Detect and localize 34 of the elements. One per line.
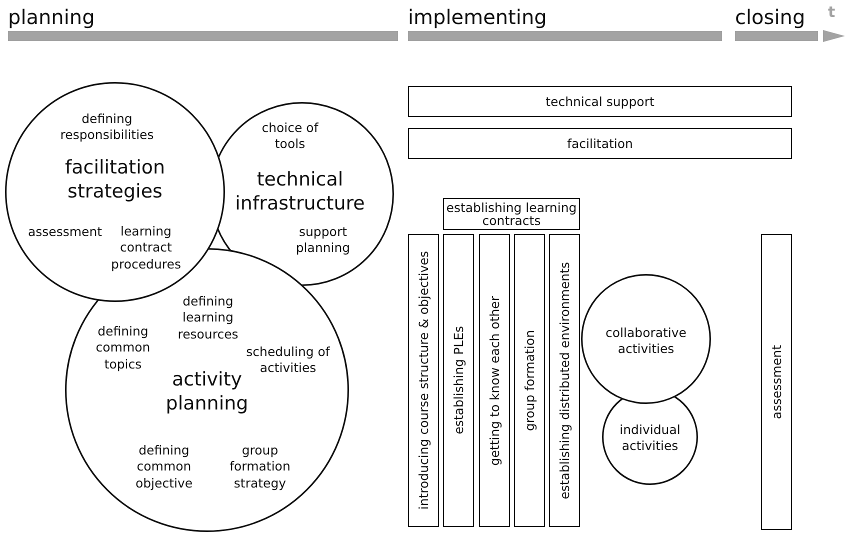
activity-label: group formation [522,330,537,432]
circle-title: technical infrastructure [235,168,365,216]
circle-item: defining responsibilities [60,110,154,144]
activity-box [408,86,792,117]
circle-item: assessment [28,224,102,240]
circle-item: learning contract procedures [111,224,181,272]
activity-bar [549,234,580,527]
circle-item: defining learning resources [178,294,238,342]
activity-label: introducing course structure & objectives [416,251,431,510]
activity-bar [443,234,474,527]
activity-label: getting to know each other [487,296,502,466]
activity-bar [761,234,792,530]
activity-label: facilitation [567,136,633,151]
circle-item: support planning [296,224,350,256]
activity-label: establishing learning contracts [445,200,578,228]
circle-item: defining common topics [96,324,150,372]
circle-item: collaborative activities [606,324,686,358]
activity-label: technical support [546,94,654,109]
time-label: t [828,3,836,21]
activity-box [408,128,792,159]
circle-title: facilitation strategies [64,156,166,204]
circle-item: group formation strategy [230,442,290,492]
phase-heading: implementing [408,7,547,27]
activity-label: establishing PLEs [451,326,466,435]
phase-heading: planning [8,7,95,27]
activity-label: establishing distributed environments [557,262,572,500]
activity-bar [479,234,510,527]
activity-label: assessment [769,344,784,420]
phase-heading: closing [735,7,806,27]
circle-item: individual activities [620,422,680,454]
circle-item: defining common objective [135,442,193,492]
activity-bar [408,234,439,527]
activity-bar [514,234,545,527]
circle-item: choice of tools [260,120,320,152]
